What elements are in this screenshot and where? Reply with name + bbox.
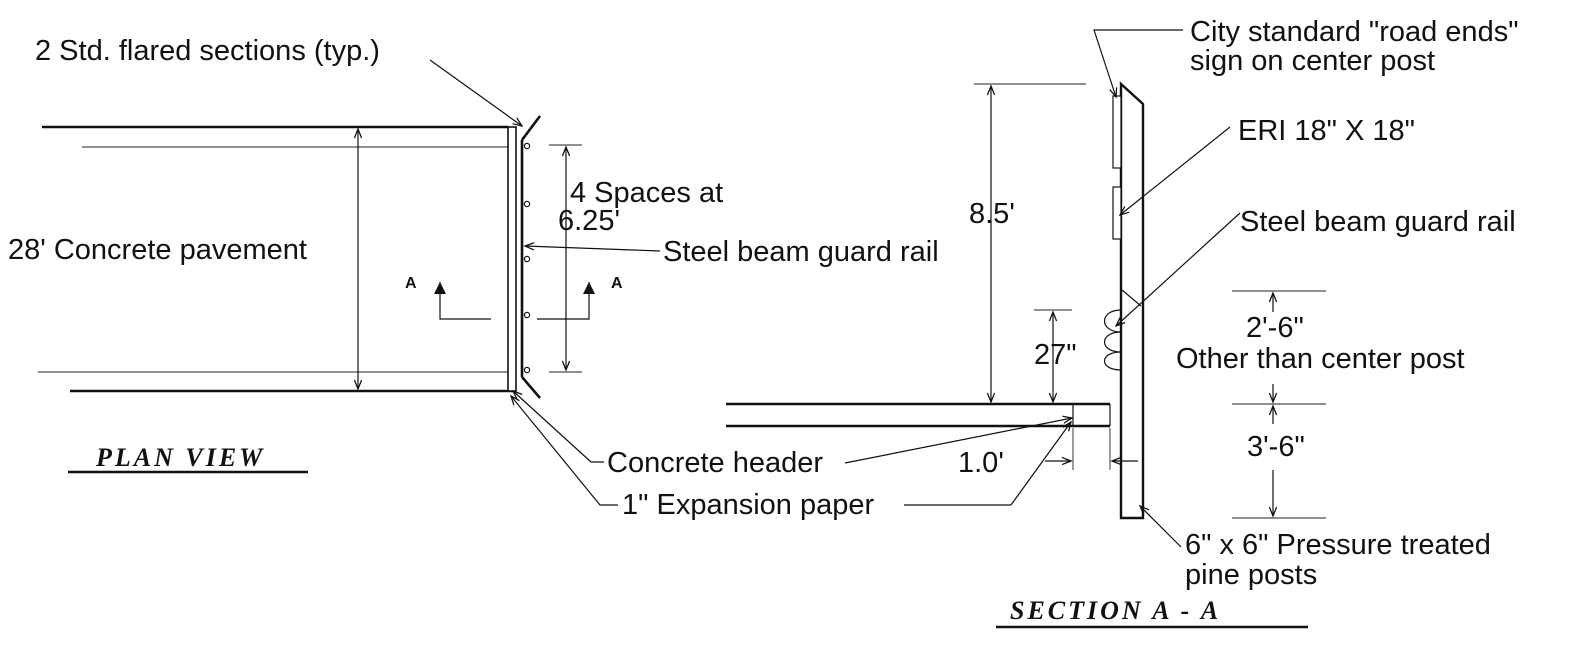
- road-ends-sign: [1112, 95, 1122, 169]
- height-label: 8.5': [969, 198, 1015, 230]
- header-leader: [513, 391, 604, 463]
- expansion-leader-section: [1010, 422, 1071, 506]
- rail-height-label: 27": [1034, 339, 1077, 371]
- section-cut-right: [537, 282, 595, 320]
- sign-leader: [1093, 29, 1183, 97]
- guard-rail-label-section: Steel beam guard rail: [1240, 206, 1516, 238]
- flared-leader: [429, 59, 522, 126]
- concrete-header-label: Concrete header: [607, 447, 823, 479]
- section-view-title: SECTION A - A: [1010, 596, 1221, 625]
- guard-rail-leader-section: [1116, 212, 1241, 326]
- post-bottom-label: 3'-6": [1247, 431, 1305, 463]
- other-than-label: Other than center post: [1176, 343, 1465, 375]
- flared-section-top: [520, 115, 542, 141]
- sign-label-line2: sign on center post: [1190, 45, 1435, 77]
- pine-post: [1119, 81, 1145, 520]
- cut-label-left: A: [405, 275, 417, 292]
- posts-label-line1: 6" x 6" Pressure treated: [1185, 529, 1491, 561]
- eri-sign: [1112, 186, 1122, 240]
- spaces-label-line2: 6.25': [558, 205, 620, 237]
- posts-label-line2: pine posts: [1185, 559, 1317, 591]
- rail-posts: [523, 142, 531, 374]
- plan-view-title: PLAN VIEW: [95, 443, 265, 472]
- offset-label: 1.0': [958, 447, 1004, 479]
- eri-leader: [1120, 126, 1231, 215]
- post-cap-diagonal: [1121, 289, 1142, 307]
- expansion-leader: [511, 396, 618, 506]
- post-top-label: 2'-6": [1246, 312, 1304, 344]
- expansion-paper-label: 1" Expansion paper: [622, 489, 874, 521]
- flared-section-bottom: [521, 376, 541, 399]
- flared-sections-label: 2 Std. flared sections (typ.): [35, 35, 380, 67]
- guard-rail-label: Steel beam guard rail: [663, 236, 939, 268]
- cut-label-right: A: [611, 275, 623, 292]
- eri-label: ERI 18" X 18": [1238, 115, 1415, 147]
- section-cut-left: [434, 282, 491, 320]
- guard-rail-section: [1103, 309, 1122, 371]
- posts-leader: [1140, 506, 1182, 548]
- header-leader-section: [844, 418, 1072, 464]
- section-view: City standard "road ends" sign on center…: [726, 16, 1519, 629]
- pavement-label: 28' Concrete pavement: [8, 234, 307, 266]
- concrete-header: [507, 126, 517, 392]
- plan-view: 2 Std. flared sections (typ.) 28' Concre…: [8, 35, 939, 521]
- guard-rail-leader: [525, 246, 661, 252]
- sign-label-line1: City standard "road ends": [1190, 16, 1519, 48]
- spaces-label-line1: 4 Spaces at: [570, 177, 723, 209]
